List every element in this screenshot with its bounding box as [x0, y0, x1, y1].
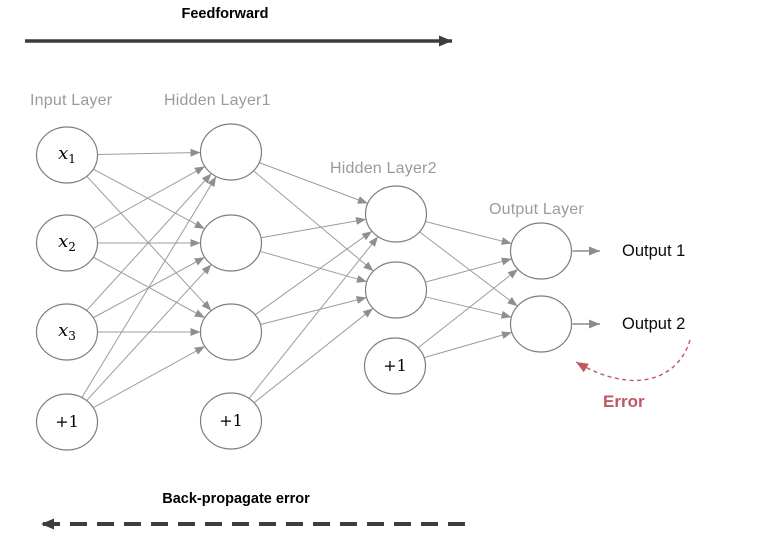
edge-ib-h11 [81, 176, 217, 398]
edge-h22-o2 [425, 296, 512, 319]
node-h1b-label: +1 [219, 411, 243, 430]
edge-h11-h21 [259, 162, 368, 204]
edge-ib-h13 [92, 345, 206, 409]
node-o2-circle [509, 295, 573, 353]
node-o1-circle [509, 222, 573, 280]
output1-label: Output 1 [622, 242, 686, 260]
node-h1b-circle [199, 392, 263, 450]
edge-h21-o2 [419, 231, 518, 307]
edge-h1b-h22 [253, 307, 374, 404]
edge-h2b-o1 [417, 268, 519, 349]
hidden-layer1-label: Hidden Layer1 [164, 92, 271, 109]
edge-h12-h22 [259, 250, 368, 283]
edge-ib-h12 [86, 264, 212, 401]
edge-h1b-h21 [248, 236, 379, 399]
edge-h13-h21 [254, 230, 373, 316]
edge-h22-o1 [425, 257, 512, 283]
output2-label: Output 2 [622, 315, 686, 333]
node-h2b-circle [363, 337, 427, 395]
edge-h13-h22 [260, 296, 367, 326]
edge-h2b-o2 [423, 331, 513, 359]
node-h2b-label: +1 [383, 356, 407, 375]
node-x2-label: x2 [58, 230, 76, 255]
node-h11-circle [199, 123, 263, 181]
error-label: Error [603, 392, 645, 411]
edge-h12-h21 [260, 217, 367, 239]
node-x3-circle [35, 303, 99, 361]
edge-h11-h22 [253, 170, 374, 272]
node-x1-label: x1 [58, 142, 76, 167]
output-layer-label: Output Layer [489, 201, 584, 218]
input-layer-label: Input Layer [30, 92, 113, 109]
error-arrow [575, 339, 691, 382]
edge-x2-h11 [92, 166, 206, 229]
node-x3-label: x3 [58, 319, 76, 344]
edge-h21-o1 [425, 221, 512, 245]
node-h13-circle [199, 303, 263, 361]
node-x2-circle [35, 214, 99, 272]
node-x1-circle [35, 126, 99, 184]
hidden-layer2-label: Hidden Layer2 [330, 160, 437, 177]
node-ib-label: +1 [55, 412, 79, 431]
edge-x3-h11 [86, 173, 212, 311]
edge-x1-h11 [97, 148, 201, 157]
node-ib-circle [35, 393, 99, 451]
edge-x1-h12 [93, 168, 205, 230]
node-h12-circle [199, 214, 263, 272]
node-h21-circle [364, 185, 428, 243]
backprop-title: Back-propagate error [162, 491, 310, 507]
node-h22-circle [364, 261, 428, 319]
feedforward-title: Feedforward [181, 6, 269, 22]
